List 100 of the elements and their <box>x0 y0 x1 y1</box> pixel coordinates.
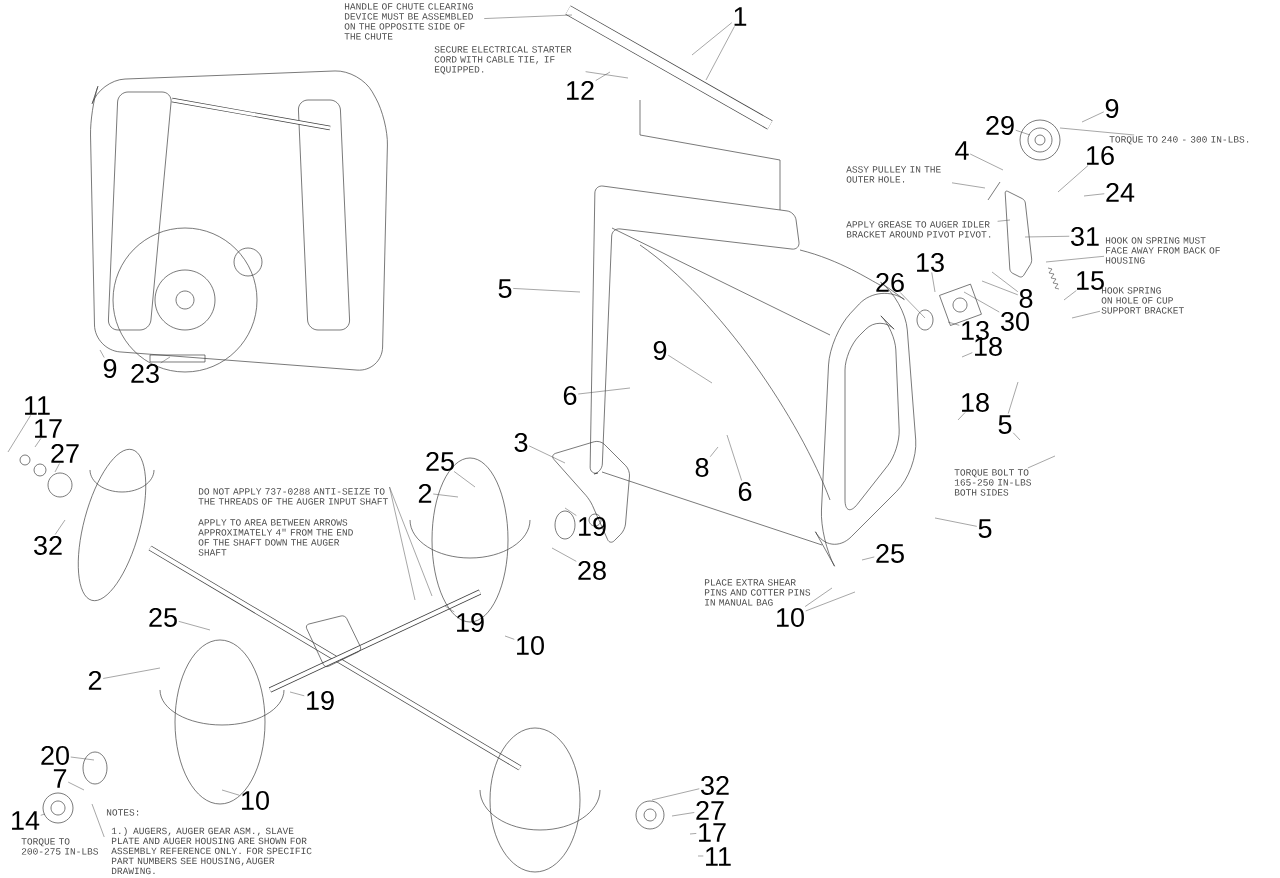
note-text: TORQUE TO 200-275 IN-LBS <box>21 838 98 855</box>
leader-line <box>551 547 577 562</box>
note-text: HOOK ON SPRING MUST FACE AWAY FROM BACK OF HOUSING <box>1105 237 1220 264</box>
callout-number: 10 <box>777 607 804 627</box>
callout-number: 31 <box>1071 226 1099 246</box>
leader-line <box>1063 290 1077 301</box>
callout-number: 27 <box>696 800 724 820</box>
callout-number: 17 <box>35 419 62 438</box>
note-text: TORQUE BOLT TO 165-250 IN-LBS BOTH SIDES <box>954 469 1031 496</box>
callout-number: 18 <box>962 392 989 412</box>
leader-line <box>160 356 171 364</box>
leader-line <box>651 788 700 801</box>
callout-number: 8 <box>1019 288 1033 308</box>
callout-number: 9 <box>103 358 117 378</box>
leader-line <box>34 438 42 448</box>
callout-number: 6 <box>738 481 752 501</box>
leader-line <box>289 691 305 697</box>
leader-line <box>709 446 719 457</box>
note-text: DO NOT APPLY 737-0288 ANTI-SEIZE TO THE THREADS OF THE AUGER INPUT SHAFT <box>198 488 388 505</box>
callout-number: 23 <box>131 363 159 383</box>
callout-number: 15 <box>1077 271 1104 290</box>
leader-line <box>512 288 581 293</box>
leader-line <box>961 352 973 358</box>
leader-line <box>861 556 875 561</box>
leader-line <box>483 14 573 19</box>
callout-number: 16 <box>1087 145 1114 165</box>
callout-number: 5 <box>978 519 992 538</box>
callout-number: 2 <box>88 670 102 690</box>
callout-number: 9 <box>1105 98 1119 118</box>
leader-line <box>178 621 211 631</box>
callout-number: 4 <box>955 141 969 160</box>
leader-line <box>899 292 926 319</box>
note-text: APPLY GREASE TO AUGER IDLER BRACKET AROUND PIVOT PIVOT. <box>846 221 991 238</box>
leader-line <box>691 22 733 56</box>
leader-line <box>453 471 476 488</box>
callout-number: 3 <box>514 432 528 452</box>
callout-number: 5 <box>498 279 512 298</box>
leader-line <box>54 519 66 535</box>
leader-line <box>934 517 978 527</box>
leader-line <box>389 486 416 601</box>
notes-heading: NOTES: <box>106 809 139 816</box>
callout-number: 12 <box>567 80 594 100</box>
leader-line <box>947 321 960 326</box>
leader-line <box>91 803 105 838</box>
callout-number: 20 <box>41 745 69 765</box>
callout-number: 32 <box>701 775 729 795</box>
note-text: ASSY PULLEY IN THE OUTER HOLE. <box>846 166 941 183</box>
leader-line <box>957 412 966 421</box>
leader-line <box>1045 256 1105 263</box>
leader-line <box>689 833 697 835</box>
leader-line <box>963 291 1000 313</box>
callout-number: 5 <box>998 415 1012 434</box>
leader-line <box>7 415 31 453</box>
callout-number: 19 <box>579 516 606 536</box>
leader-line <box>671 812 695 817</box>
callout-number: 10 <box>242 790 269 810</box>
leader-line <box>697 855 704 857</box>
callout-number: 19 <box>307 690 334 710</box>
leader-line <box>1083 193 1105 197</box>
note-text: 1.) AUGERS, AUGER GEAR ASM., SLAVE PLATE AND AUGER HOUSING ARE SHOWN FOR ASSEMBLY REFERENCE ONLY. FOR SPECIFIC PART NUMBERS SEE HOUSING,AUGER DRAWING. <box>111 827 312 875</box>
callout-number: 11 <box>25 396 50 415</box>
callout-number: 24 <box>1106 182 1135 202</box>
leader-line <box>667 354 713 384</box>
leader-line <box>99 349 105 358</box>
leader-line <box>997 219 1011 222</box>
callout-number: 2 <box>418 483 432 503</box>
leader-line <box>221 789 240 796</box>
callout-number: 27 <box>51 443 79 463</box>
leader-line <box>726 434 742 481</box>
leader-line <box>969 153 1004 171</box>
callout-number: 17 <box>699 823 726 842</box>
leader-line <box>1008 381 1019 414</box>
leader-line <box>1027 455 1056 469</box>
note-text: PLACE EXTRA SHEAR PINS AND COTTER PINS IN MANUAL BAG <box>704 579 811 606</box>
leader-line <box>1059 127 1135 136</box>
leader-line <box>444 605 455 613</box>
leader-line <box>70 756 95 761</box>
leader-line <box>804 587 833 607</box>
leader-line <box>504 635 515 640</box>
leader-line <box>595 71 611 81</box>
callout-number: 13 <box>917 252 944 272</box>
leader-line <box>389 486 433 597</box>
callout-number: 25 <box>149 607 177 627</box>
leader-line <box>951 182 986 189</box>
leader-line <box>991 271 1019 292</box>
leader-line <box>1024 236 1070 238</box>
note-text: HANDLE OF CHUTE CLEARING DEVICE MUST BE ASSEMBLED ON THE OPPOSITE SIDE OF THE CHUTE <box>344 3 473 40</box>
callout-number: 30 <box>1001 311 1029 331</box>
callout-number: 26 <box>876 272 904 292</box>
leader-line <box>805 591 856 612</box>
leader-line <box>40 813 46 816</box>
callout-number: 6 <box>563 385 577 405</box>
leader-line <box>564 507 577 516</box>
note-text: TORQUE TO 240 - 300 IN-LBS. <box>1109 136 1249 145</box>
callout-number: 29 <box>986 115 1014 135</box>
leader-line <box>1071 311 1101 319</box>
callout-number: 28 <box>578 560 606 580</box>
leader-line <box>1057 165 1089 193</box>
callout-number: 8 <box>695 457 709 477</box>
leader-line <box>931 272 936 293</box>
